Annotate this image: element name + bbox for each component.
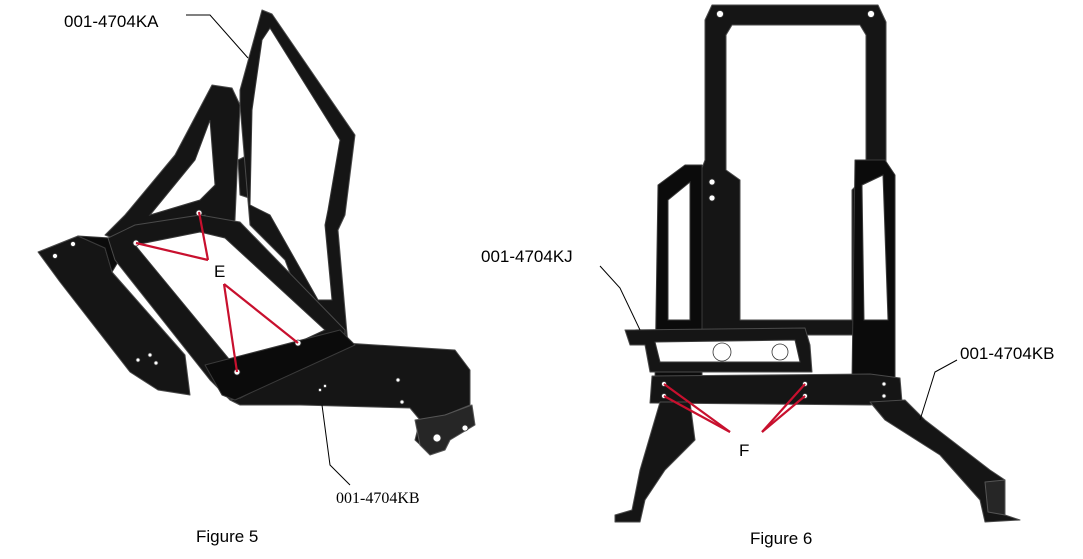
fig5-caption: Figure 5 (196, 527, 258, 546)
fig6-cross-bracket (624, 327, 813, 373)
fig6-label-left: 001-4704KJ (481, 247, 573, 266)
fig6-leader-right (919, 359, 958, 421)
fig6-left-leg (614, 401, 696, 523)
fig5-leader-bottom (321, 404, 351, 486)
fig6-point-f: F (739, 441, 749, 460)
fig6-right-leg (869, 399, 1021, 523)
fig6-label-right: 001-4704KB (960, 344, 1055, 363)
fig5-point-e: E (214, 262, 225, 281)
fig5-label-bottom: 001-4704KB (336, 490, 420, 507)
fig5-label-top: 001-4704KA (64, 12, 159, 31)
fig5-leader-top (186, 14, 249, 59)
figure-5: 001-4704KA 001-4704KB E Figure 5 (37, 9, 476, 546)
figure-6: 001-4704KJ 001-4704KB F Figure 6 (481, 4, 1055, 548)
fig6-caption: Figure 6 (750, 529, 812, 548)
fig6-callout-f-lines (663, 383, 806, 433)
fig5-callout-e-lines (135, 211, 299, 373)
fig5-bottom-plate (229, 342, 476, 456)
fig6-leader-left (599, 265, 641, 331)
fig5-left-plate (37, 235, 191, 396)
fig6-side-walls (654, 159, 896, 381)
